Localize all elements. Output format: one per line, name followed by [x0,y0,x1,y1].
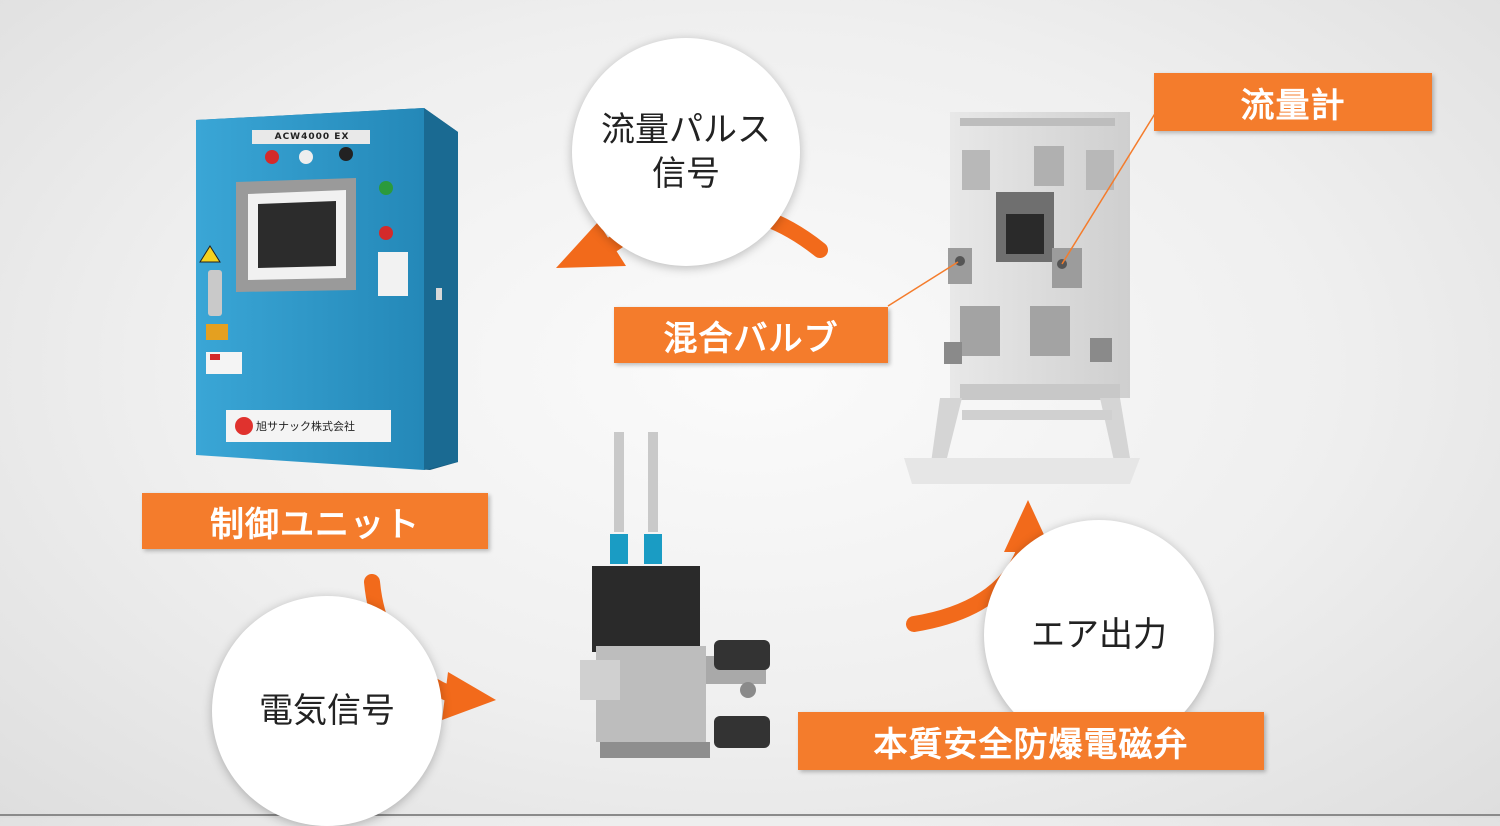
flow-meter-label: 流量計 [1154,73,1432,131]
cabinet-model-suffix: EX [334,132,350,142]
mixing-valve-label: 混合バルブ [614,307,888,363]
solenoid-valve-text: 本質安全防爆電磁弁 [873,724,1189,765]
black-button-icon [339,147,353,161]
mixing-valve-text: 混合バルブ [663,318,839,359]
flow-meter-text: 流量計 [1240,85,1346,126]
control-unit-text: 制御ユニット [210,504,420,545]
white-lamp-icon [299,150,313,164]
company-logo-icon [235,417,253,435]
air-output-text: エア出力 [1031,614,1167,655]
red-lamp-icon [265,150,279,164]
green-lamp-icon [379,181,393,195]
cabinet-model: ACW4000 [274,132,331,142]
cabinet-nameplate [252,130,370,144]
mixing-panel-image [887,111,1157,484]
company-name: 旭サナック株式会社 [256,420,355,433]
air-output-circle: エア出力 [984,520,1214,750]
cabinet-model-text: ACW4000 EX [258,130,366,144]
flow-pulse-text-line2: 信号 [652,154,720,194]
flow-pulse-signal-circle: 流量パルス 信号 [572,38,800,266]
mixing-valve-right [1052,248,1082,288]
warning-icon [199,245,221,263]
control-unit-label: 制御ユニット [142,493,488,549]
red-button-icon [379,226,393,240]
door-handle [208,270,222,316]
flow-pulse-text-line1: 流量パルス [601,109,771,150]
electric-signal-text: 電気信号 [259,690,395,731]
solenoid-valve-label: 本質安全防爆電磁弁 [798,712,1264,770]
control-cabinet-image [196,108,458,470]
touch-screen [258,201,336,268]
solenoid-valve-image [580,432,770,758]
electric-signal-circle: 電気信号 [212,596,442,826]
